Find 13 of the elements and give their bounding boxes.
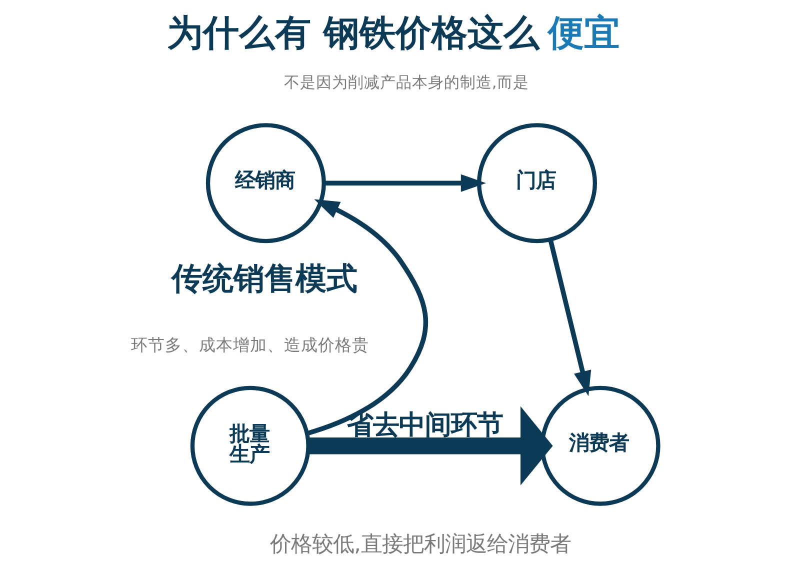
arrow <box>308 406 553 486</box>
arrow <box>324 174 486 192</box>
label: 价格较低,直接把利润返给消费者 <box>270 532 571 557</box>
diagram-title: 为什么有 钢铁价格这么 便宜 <box>167 13 620 54</box>
label: 传统销售模式 <box>172 261 358 298</box>
label: 不是因为削减产品本身的制造,而是 <box>284 73 529 92</box>
node-circle: 经销商 <box>206 123 326 244</box>
label: 环节多、成本增加、造成价格贵 <box>130 334 369 355</box>
node-circle: 门店 <box>477 123 598 244</box>
node-circle: 批量生产 <box>190 386 310 506</box>
arrow <box>548 238 592 396</box>
node-circle: 消费者 <box>540 386 660 506</box>
arrow <box>306 199 428 436</box>
